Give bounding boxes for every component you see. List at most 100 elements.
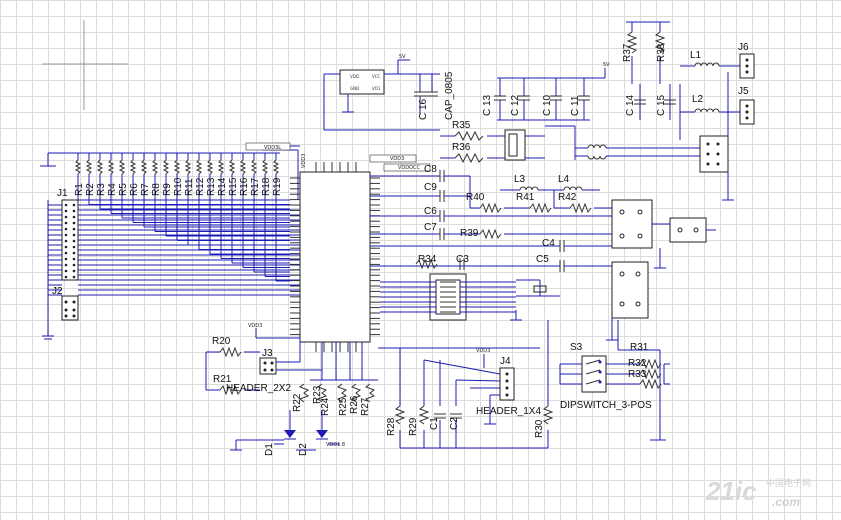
resistor-r19 [272,159,280,175]
d2-label: D2 [298,443,309,456]
j1-pin [72,245,76,249]
c10-label: C 10 [542,94,553,116]
r23-label: R23 [312,385,323,404]
watermark-domain: .com [772,495,800,509]
vdd3-netlabel-top: VDD3 [301,154,307,168]
r17-label: R17 [250,177,261,196]
resistor-r3 [96,159,104,175]
resistor-r13 [206,159,214,175]
j1-pin [72,269,76,273]
r38-label: R38 [656,43,667,62]
j1-pin [64,233,68,237]
r39-label: R39 [460,228,479,239]
r10-label: R10 [173,177,184,196]
mcu-chip: VDD3L VDD3 [245,142,380,352]
top-cap-row: 5V C 13 C 12 C 10 C 11 C 14 C 15 [482,62,676,121]
c12-label: C 12 [510,94,521,116]
c4-label: C4 [542,238,555,249]
c8-label: C8 [424,164,437,175]
svg-text:VDD: VDD [350,74,359,79]
j3-label: J3 [262,348,273,359]
header-j1: J1 [57,188,79,281]
r5-label: R5 [118,183,129,196]
resistor-r12 [195,159,203,175]
j1-pin [72,239,76,243]
r2-label: R2 [85,183,96,196]
j3-header-block: VDD3 R20 R21 J3 HEADER_2X2 [205,323,322,396]
r22-label: R22 [292,393,303,412]
top-ic: VDD VCC GND VO1 5V C 16 CAP_0805 [323,54,455,131]
c8-c9-caps: C8 C9 [370,164,470,202]
l4-label: L4 [558,174,570,185]
j1-pin [64,275,68,279]
vddocc-strip-label: VDDOCC [398,165,421,171]
j1-pin [72,233,76,237]
r1-label: R1 [74,183,85,196]
vdd3-strip-label: VDD3 [390,156,404,162]
s3-dipswitch-block: R30 S3 DIPSWITCH_3-POS R31 R32 R33 [534,320,670,448]
c9-label: C9 [424,182,437,193]
j4-header-block: VDD3 J4 HEADER_1X4 R28 R29 C1 C2 [378,347,548,449]
dipswitch-label: DIPSWITCH_3-POS [560,400,652,411]
j5-label: J5 [738,86,749,97]
resistor-r9 [162,159,170,175]
d1-label: D1 [264,443,275,456]
5v-netlabel: 5V [399,54,406,60]
j1-pin [64,251,68,255]
right-switch-block [606,199,716,341]
j2-label: J2 [52,286,63,297]
vdd18-netlabel: VDD1.8 [326,442,345,448]
r21-label: R21 [213,374,232,385]
r15-label: R15 [228,177,239,196]
r28-label: R28 [386,417,397,436]
j1-pin [64,263,68,267]
c4-c5-r34-c3-dip: C4 C5 R34 C3 [370,238,612,321]
resistor-r7 [140,159,148,175]
r33-label: R33 [628,369,647,380]
vdd3l-netlabel: VDD3L [264,145,281,151]
resistor-r16 [239,159,247,175]
r4-label: R4 [107,183,118,196]
j1-pin [64,239,68,243]
c13-label: C 13 [482,94,493,116]
r13-label: R13 [206,177,217,196]
r8-label: R8 [151,183,162,196]
r29-label: R29 [408,417,419,436]
watermark-cn: 中国电子网 [766,477,811,489]
j1-pin [64,221,68,225]
j1-pin [72,215,76,219]
c14-label: C 14 [625,94,636,116]
r14-label: R14 [217,177,228,196]
r18-label: R18 [261,177,272,196]
r9-label: R9 [162,183,173,196]
j1-pin [72,275,76,279]
c5-label: C5 [536,254,549,265]
cap0805-label: CAP_0805 [444,71,455,120]
j1-pin [72,203,76,207]
resistor-r8 [151,159,159,175]
c3-label: C3 [456,254,469,265]
r34-label: R34 [418,254,437,265]
l3-label: L3 [514,174,526,185]
r25-label: R25 [338,397,349,416]
resistor-r5 [118,159,126,175]
vdd-strips: VDD3 VDDOCC [369,154,431,172]
r20-label: R20 [212,336,231,347]
l2-label: L2 [692,94,704,105]
r41-label: R41 [516,192,535,203]
r6-label: R6 [129,183,140,196]
svg-text:VO1: VO1 [372,86,381,91]
c15-label: C 15 [656,94,667,116]
r27-label: R27 [360,397,371,416]
j6-label: J6 [738,42,749,53]
r37-label: R37 [622,43,633,62]
j1-pin [72,257,76,261]
c6-c7-r39: C6 C7 R39 [370,206,612,240]
s3-label: S3 [570,342,583,353]
resistor-r11 [184,159,192,175]
resistor-r4 [107,159,115,175]
resistor-r14 [217,159,225,175]
c1-label: C1 [429,417,440,430]
c16-label: C 16 [418,98,429,120]
